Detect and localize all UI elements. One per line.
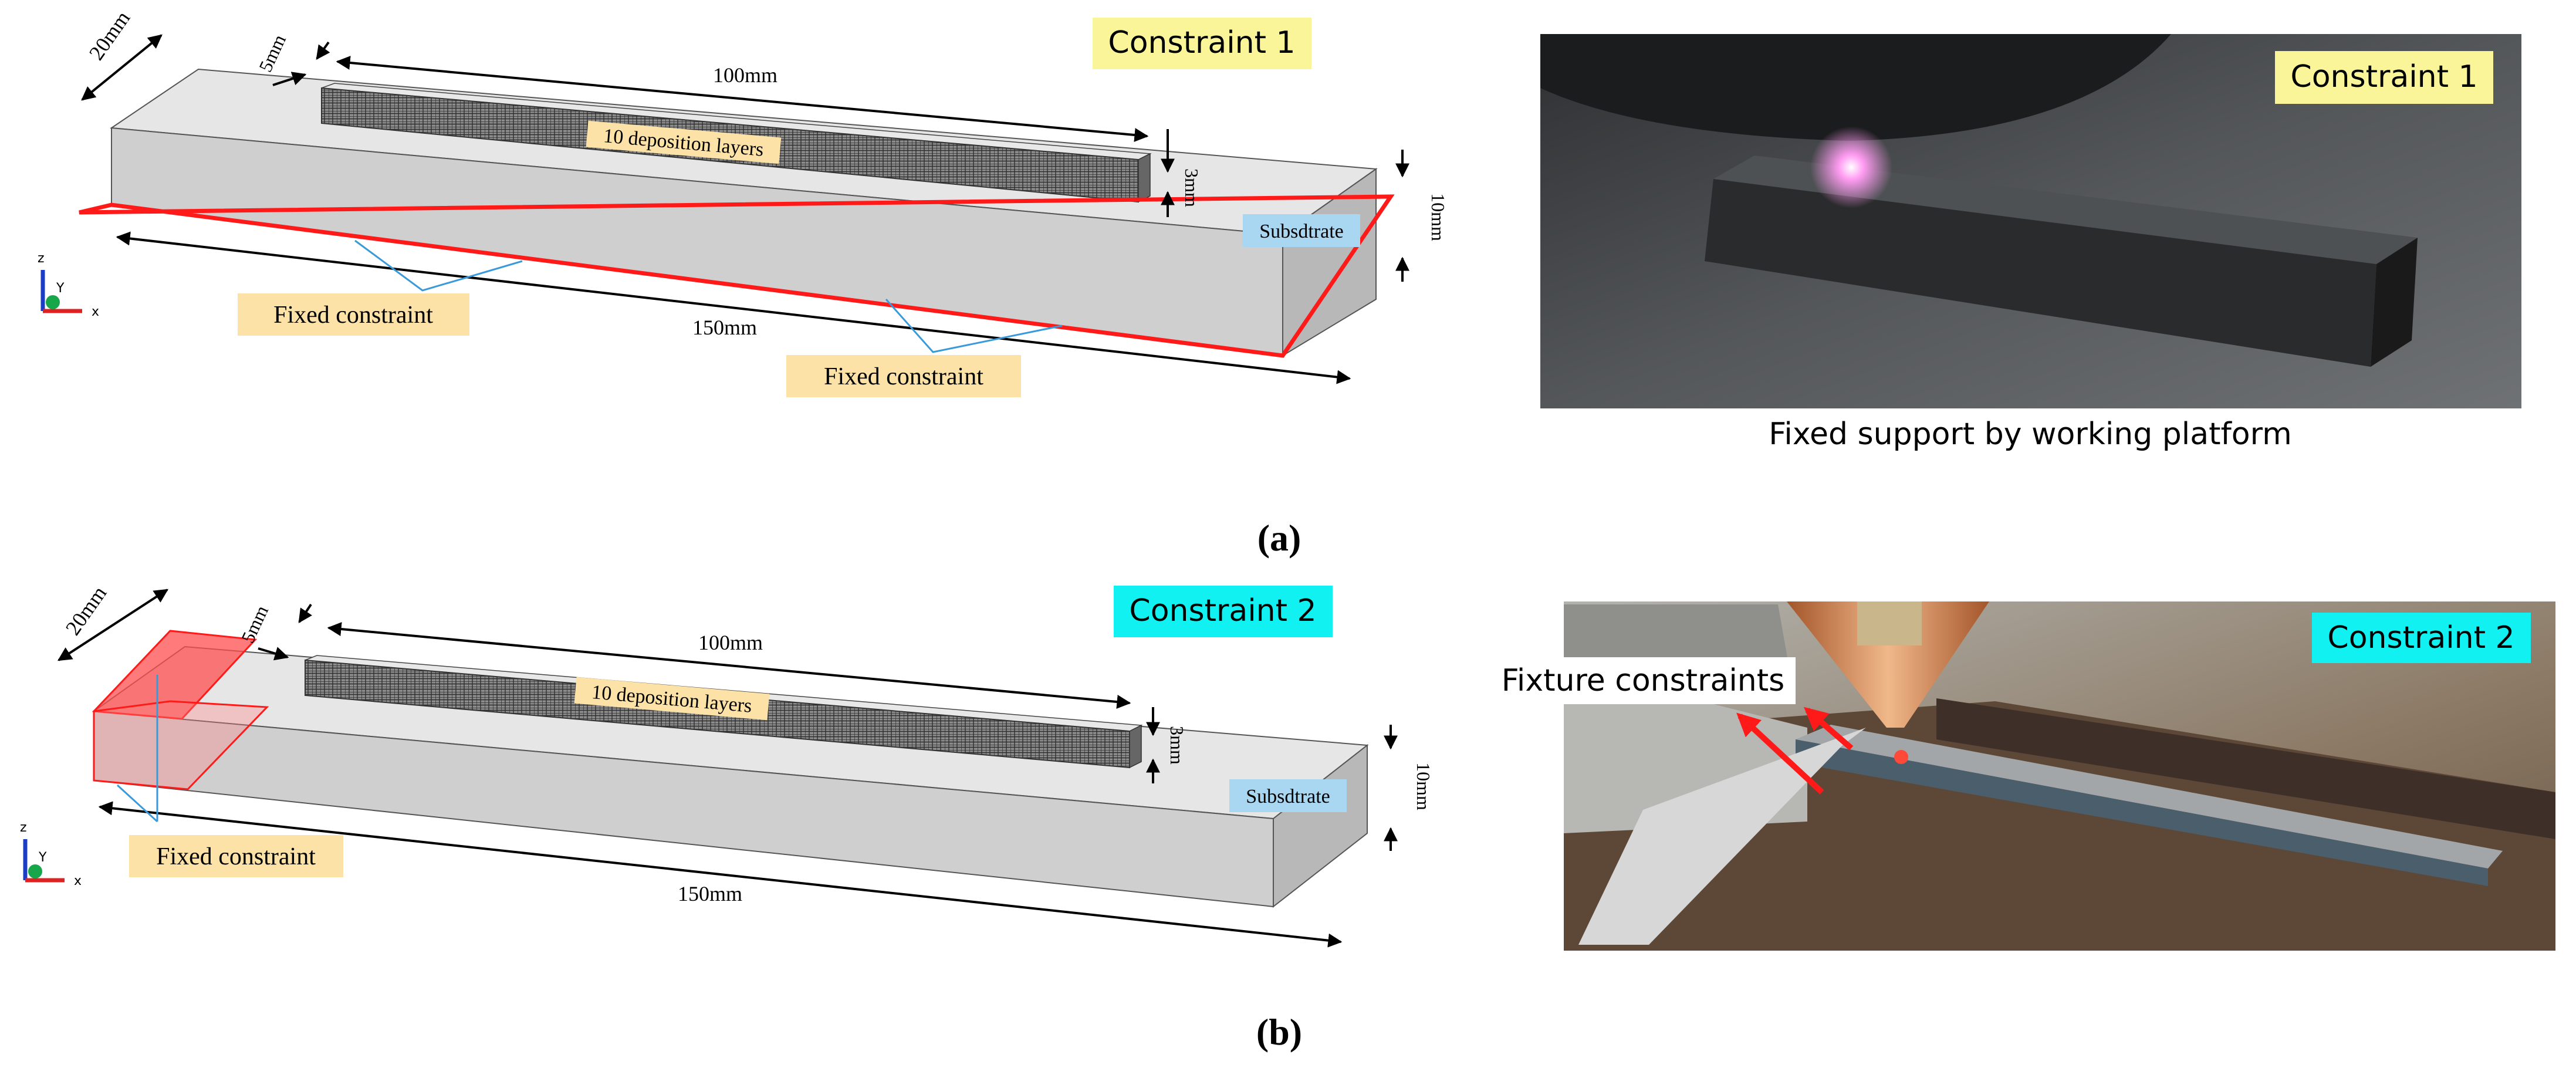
dim-b-deposit-length-label: 100mm <box>698 631 763 654</box>
axis-x-label-a: x <box>92 305 99 319</box>
dim-b-substrate-length-line <box>98 801 1343 948</box>
photo-b-nozzle-nut <box>1857 601 1922 645</box>
photo-b-arrow-2 <box>1803 707 1854 751</box>
badge-constraint1-model <box>1093 18 1311 69</box>
dim-sub-height-label: 10mm <box>1428 193 1449 241</box>
photo-a-caption: Fixed support by working platform <box>1769 417 2292 452</box>
photo-b-laser-spot <box>1894 750 1908 764</box>
photo-a-laser-glow <box>1810 126 1892 208</box>
dim-deposit-length-label: 100mm <box>713 63 777 87</box>
substrate-b-label: Subsdtrate <box>1246 786 1330 807</box>
panel-b-label: (b) <box>1256 1011 1302 1053</box>
dim-gap-arrow-right <box>316 41 330 60</box>
dim-b-sub-height-label: 10mm <box>1413 762 1434 810</box>
fixed-b-label: Fixed constraint <box>156 843 316 870</box>
panel-b-labels: Constraint 2 20mm 5mm 100mm 10 depositio… <box>20 582 1434 905</box>
badge-constraint1-model-text: Constraint 1 <box>1108 25 1295 60</box>
axis-y-label-b: Y <box>38 850 47 865</box>
photo-b-side-plate <box>1578 728 1866 945</box>
badge-constraint2-model <box>1114 586 1333 637</box>
photo-b-bar-front <box>1796 739 2488 886</box>
layers-label-bg <box>586 120 782 164</box>
substrate-label-bg <box>1243 214 1360 247</box>
axis-z-label-b: z <box>20 820 27 835</box>
dim-deposit-height-label: 3mm <box>1181 168 1202 207</box>
axis-triad-a <box>40 270 82 313</box>
leader-right <box>885 299 1063 353</box>
dim-gap-label: 5mm <box>255 31 290 75</box>
photo-a-block-front <box>1705 179 2376 367</box>
panel-b-photo: Fixture constraints Constraint 2 <box>1490 601 2555 951</box>
dim-b-substrate-length-label: 150mm <box>678 882 742 905</box>
panel-a-photo: Constraint 1 Fixed support by working pl… <box>1540 34 2521 452</box>
deposit-b-end <box>1129 724 1142 769</box>
dim-b-deposit-length-line <box>327 622 1131 709</box>
dim-substrate-length-label: 150mm <box>692 316 757 339</box>
fixed-label-right: Fixed constraint <box>824 363 983 390</box>
fixed-label-left-bg <box>238 293 469 336</box>
axis-z-label-a: z <box>38 251 45 266</box>
photo-b-label-bg <box>1490 657 1796 704</box>
dim-width-line <box>81 34 163 101</box>
photo-b-label: Fixture constraints <box>1502 663 1784 698</box>
photo-a-nozzle-shadow <box>1540 34 2171 141</box>
photo-a-block-top <box>1713 156 2418 264</box>
photo-b-nozzle <box>1787 601 1989 728</box>
photo-b-arrow-1 <box>1736 712 1824 795</box>
photo-b-bar-top <box>1796 725 2503 868</box>
badge-constraint2-model-text: Constraint 2 <box>1129 593 1316 628</box>
deposit-end <box>1138 153 1151 203</box>
dim-b-gap-label: 5mm <box>237 602 272 646</box>
dim-substrate-length-line <box>116 231 1351 384</box>
dim-b-deposit-height-label: 3mm <box>1167 726 1188 765</box>
dim-deposit-length-line <box>336 56 1149 142</box>
dim-b-gap-left <box>258 647 289 661</box>
dim-b-width-line <box>57 589 169 661</box>
substrate-b-label-bg <box>1229 779 1347 812</box>
photo-a-block-end <box>2371 238 2418 367</box>
leader-left <box>354 239 523 292</box>
badge-constraint1-photo-text: Constraint 1 <box>2290 59 2477 94</box>
dim-b-gap-right <box>298 603 312 623</box>
fixed-label-right-bg <box>786 355 1021 397</box>
panel-a-label: (a) <box>1257 517 1301 559</box>
substrate-label: Subsdtrate <box>1259 221 1344 242</box>
axis-y-label-a: Y <box>56 281 65 296</box>
dim-width-label: 20mm <box>84 6 135 64</box>
leader-b-2 <box>116 784 158 823</box>
layers-b-label-bg <box>574 677 770 721</box>
axis-x-label-b: x <box>74 874 82 888</box>
photo-b-rail <box>1936 698 2555 839</box>
fixed-b-label-bg <box>129 835 343 877</box>
badge-constraint1-photo <box>2275 51 2493 104</box>
fixed-label-left: Fixed constraint <box>273 302 433 329</box>
badge-constraint2-photo-text: Constraint 2 <box>2327 620 2514 655</box>
axis-triad-b <box>23 839 65 883</box>
badge-constraint2-photo <box>2312 613 2531 663</box>
dim-gap-arrow-left <box>272 72 307 86</box>
